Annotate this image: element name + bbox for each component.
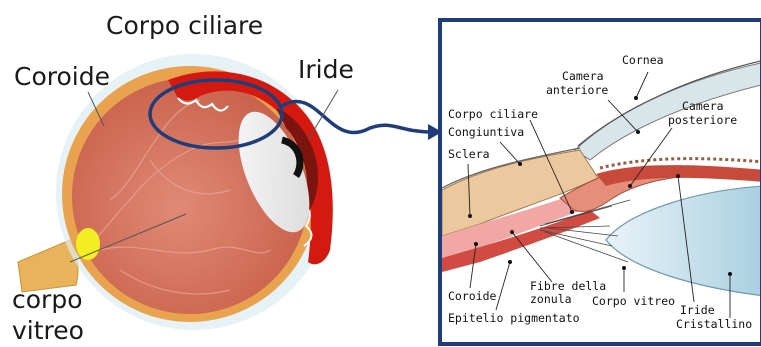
label-fibre-2: zonula — [530, 292, 572, 306]
label-cornea: Cornea — [622, 53, 664, 67]
label-camera-posteriore-1: Camera — [682, 99, 724, 113]
label-camera-anteriore-2: anteriore — [546, 83, 608, 97]
label-congiuntiva: Congiuntiva — [448, 125, 524, 139]
label-cristallino: Cristallino — [676, 317, 752, 331]
label-camera-posteriore-2: posteriore — [668, 113, 737, 127]
label-iride: Iride — [298, 55, 354, 84]
label-coroide: Coroide — [14, 62, 110, 91]
label-corpo-ciliare-detail: Corpo ciliare — [448, 107, 538, 121]
label-corpo-vitreo-line2: vitreo — [12, 316, 84, 345]
label-fibre-1: Fibre della — [530, 279, 606, 293]
label-corpo-vitreo-detail: Corpo vitreo — [592, 294, 675, 308]
label-iride-detail: Iride — [680, 303, 715, 317]
label-corpo-ciliare: Corpo ciliare — [106, 11, 263, 40]
label-camera-anteriore-1: Camera — [562, 69, 604, 83]
optic-disc — [76, 228, 100, 260]
label-corpo-vitreo-line1: corpo — [12, 285, 82, 314]
label-sclera: Sclera — [448, 147, 490, 161]
label-coroide-detail: Coroide — [448, 289, 497, 303]
label-epitelio-pigmentato: Epitelio pigmentato — [448, 311, 580, 325]
